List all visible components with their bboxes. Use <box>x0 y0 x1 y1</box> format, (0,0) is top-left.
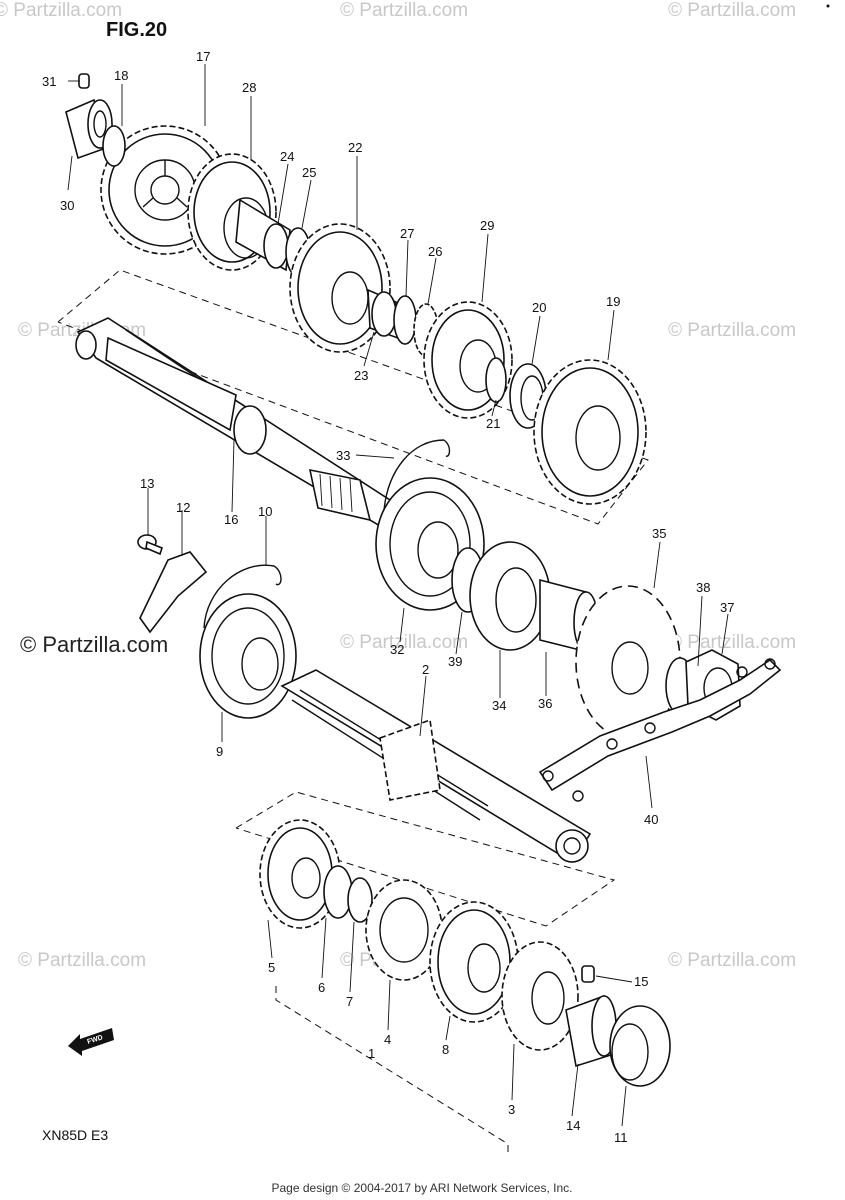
callout-5: 5 <box>268 960 275 975</box>
watermark-top-center: © Partzilla.com <box>340 0 468 21</box>
bearing-sprocket-group <box>137 439 782 802</box>
callout-31: 31 <box>42 74 56 89</box>
circlip-24 <box>263 223 289 269</box>
callout-9: 9 <box>216 744 223 759</box>
callout-16: 16 <box>224 512 238 527</box>
callout-12: 12 <box>176 500 190 515</box>
bolt-13 <box>137 534 163 556</box>
callout-2: 2 <box>422 662 429 677</box>
callout-6: 6 <box>318 980 325 995</box>
gear-28 <box>187 153 291 272</box>
driveshaft-2 <box>280 669 592 864</box>
washer-27 <box>393 295 417 345</box>
callout-33: 33 <box>336 448 350 463</box>
circlip-7 <box>347 877 373 923</box>
callout-19: 19 <box>606 294 620 309</box>
svg-text:FWD: FWD <box>86 1034 103 1046</box>
callout-39: 39 <box>448 654 462 669</box>
callout-40: 40 <box>644 812 658 827</box>
gear-19 <box>533 359 647 505</box>
callout-27: 27 <box>400 226 414 241</box>
callout-15: 15 <box>634 974 648 989</box>
callout-18: 18 <box>114 68 128 83</box>
circlip-21 <box>485 357 507 403</box>
gear-22 <box>289 223 391 353</box>
watermark-mid-right: © Partzilla.com <box>668 320 796 341</box>
callout-37: 37 <box>720 600 734 615</box>
circlip-33 <box>383 439 451 511</box>
callout-3: 3 <box>508 1102 515 1117</box>
callouts: 17 18 31 30 28 24 25 22 27 26 29 20 19 2… <box>42 49 734 1145</box>
watermark-center: © Partzilla.com <box>340 632 468 653</box>
countershaft <box>75 317 391 528</box>
watermark-right-center: © Partzilla.com <box>668 632 796 653</box>
bearing-9 <box>199 593 297 719</box>
callout-23: 23 <box>354 368 368 383</box>
watermark-low-left: © Partzilla.com <box>18 950 146 971</box>
callout-4: 4 <box>384 1032 391 1047</box>
bearing-14 <box>565 994 617 1068</box>
pin-31 <box>78 73 90 89</box>
callout-28: 28 <box>242 80 256 95</box>
callout-7: 7 <box>346 994 353 1009</box>
callout-38: 38 <box>696 580 710 595</box>
callout-11: 11 <box>614 1130 628 1145</box>
callout-13: 13 <box>140 476 154 491</box>
model-code: XN85D E3 <box>42 1127 108 1143</box>
watermark-large-left: © Partzilla.com <box>20 632 168 657</box>
callout-29: 29 <box>480 218 494 233</box>
callout-22: 22 <box>348 140 362 155</box>
fwd-arrow-icon: FWD <box>68 1028 114 1056</box>
callout-35: 35 <box>652 526 666 541</box>
watermark-top-left: © Partzilla.com <box>0 0 122 21</box>
callout-30: 30 <box>60 198 74 213</box>
drive-chain-40 <box>538 658 782 802</box>
figure-title: FIG.20 <box>106 19 167 41</box>
oil-seal-34 <box>469 541 551 651</box>
corner-dot <box>826 4 830 8</box>
watermark-low-right: © Partzilla.com <box>668 950 796 971</box>
washer-18 <box>102 125 126 167</box>
callout-32: 32 <box>390 642 404 657</box>
gear-3 <box>501 941 579 1051</box>
callout-21: 21 <box>486 416 500 431</box>
callout-26: 26 <box>428 244 442 259</box>
gear-set-bracket <box>275 986 509 1154</box>
gear-8 <box>429 901 519 1023</box>
callout-1: 1 <box>368 1046 375 1061</box>
callout-36: 36 <box>538 696 552 711</box>
callout-17: 17 <box>196 49 210 64</box>
callout-8: 8 <box>442 1042 449 1057</box>
bearing-retainer-12 <box>139 551 208 634</box>
callout-10: 10 <box>258 504 272 519</box>
washer-6 <box>323 865 353 919</box>
countershaft-group <box>57 73 649 528</box>
countershaft-frame <box>57 269 649 525</box>
callout-14: 14 <box>566 1118 580 1133</box>
circlip-10 <box>203 564 282 629</box>
watermark-top-right: © Partzilla.com <box>668 0 796 21</box>
gear-5 <box>259 819 341 929</box>
pin-15 <box>581 965 595 983</box>
driveshaft-gear-group <box>235 791 616 1154</box>
callout-25: 25 <box>302 165 316 180</box>
callout-34: 34 <box>492 698 506 713</box>
leader-lines <box>67 64 729 1127</box>
footer-credit: Page design © 2004-2017 by ARI Network S… <box>271 1181 572 1195</box>
driveshaft-frame <box>235 791 616 927</box>
callout-24: 24 <box>280 149 294 164</box>
bushing-23 <box>367 288 399 340</box>
callout-20: 20 <box>532 300 546 315</box>
cap-11 <box>609 1005 671 1087</box>
